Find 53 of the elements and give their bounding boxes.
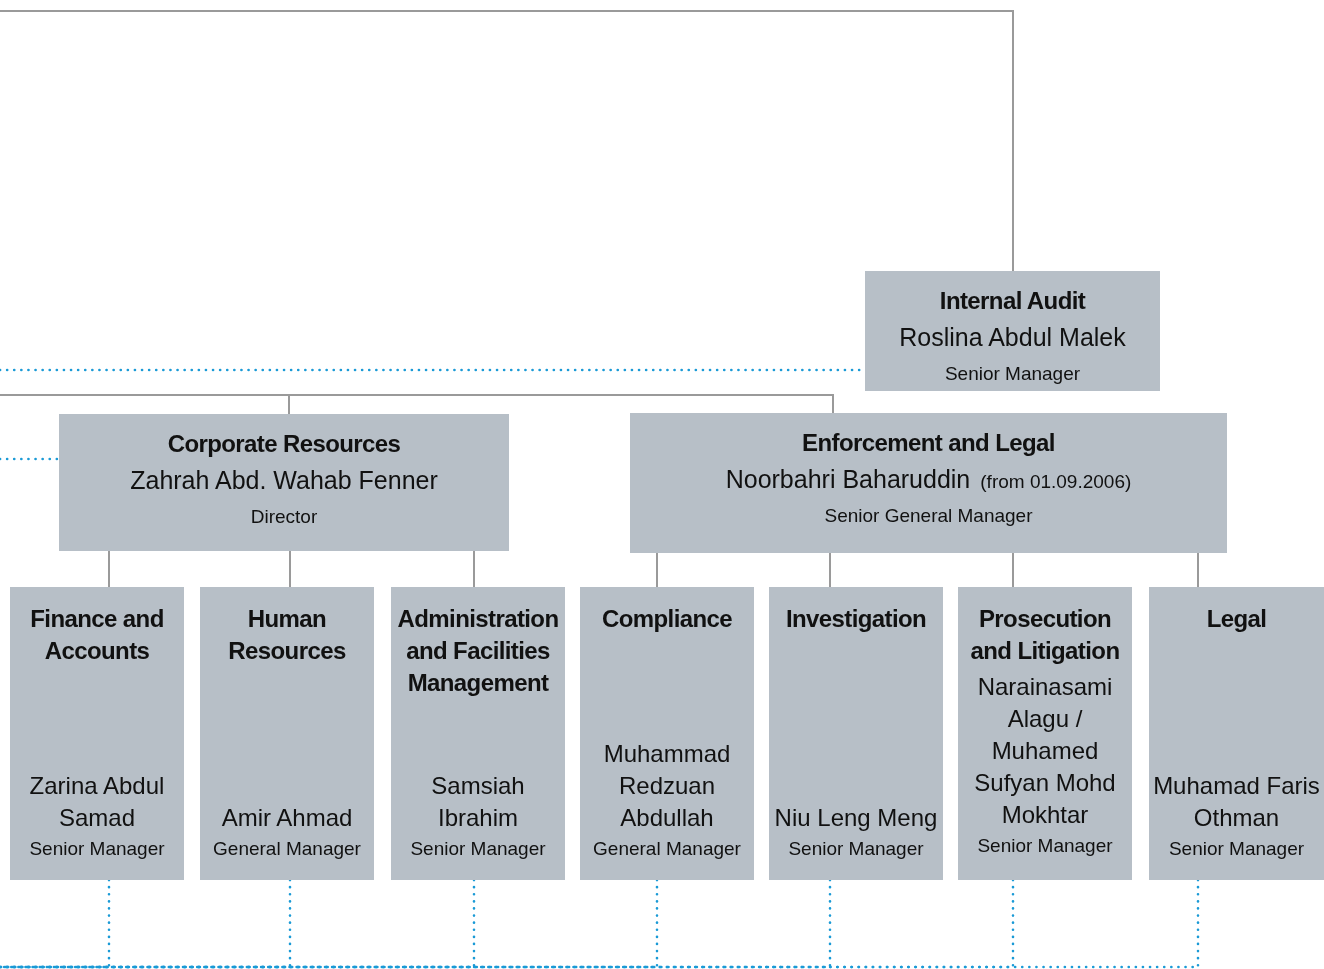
org-unit-box — [769, 587, 943, 880]
connector-line — [656, 552, 658, 588]
person-name: Narainasami Alagu / Muhamed Sufyan Mohd Mokhtar — [973, 672, 1117, 830]
job-title: Senior Manager — [1168, 837, 1305, 861]
dotted-connector — [0, 878, 111, 969]
job-title: General Manager — [593, 837, 741, 861]
connector-line — [829, 552, 831, 588]
org-unit-box — [200, 587, 374, 880]
connector-line — [0, 10, 1014, 272]
org-unit-box — [59, 414, 509, 551]
date-note: (from 01.09.2006) — [980, 471, 1132, 493]
person-name: Roslina Abdul Malek — [899, 322, 1126, 353]
person-name: Zahrah Abd. Wahab Fenner — [130, 465, 438, 496]
person-name: Samsiah Ibrahim — [430, 771, 526, 833]
unit-title: Compliance — [601, 604, 732, 634]
unit-title: Legal — [1206, 604, 1267, 634]
job-title: Senior General Manager — [824, 504, 1033, 528]
unit-title: Enforcement and Legal — [802, 428, 1055, 458]
connector-line — [1012, 552, 1014, 588]
org-unit-box — [958, 587, 1132, 880]
connector-line — [108, 550, 110, 588]
unit-title: Internal Audit — [939, 286, 1086, 316]
person-name: Zarina Abdul Samad — [28, 771, 166, 833]
org-unit-box — [391, 587, 565, 880]
org-unit-box — [580, 587, 754, 880]
unit-title: Finance and Accounts — [29, 604, 165, 666]
org-unit-box — [10, 587, 184, 880]
org-unit-box — [865, 271, 1160, 391]
org-unit-box — [1149, 587, 1324, 880]
job-title: Senior Manager — [29, 837, 165, 861]
unit-title: Human Resources — [227, 604, 347, 666]
person-name: Muhammad Redzuan Abdullah — [602, 739, 732, 833]
unit-title: Investigation — [785, 604, 927, 634]
job-title: General Manager — [213, 837, 361, 861]
job-title: Senior Manager — [977, 834, 1113, 858]
person-name: Muhamad Faris Othman — [1153, 771, 1320, 833]
connector-line — [473, 550, 475, 588]
unit-title: Administration and Facilities Management — [396, 604, 560, 698]
person-name: Amir Ahmad — [221, 803, 353, 833]
dotted-connector — [0, 878, 832, 969]
connector-line — [1197, 552, 1199, 588]
job-title: Director — [250, 505, 318, 529]
person-name: Niu Leng Meng — [774, 803, 938, 833]
job-title: Senior Manager — [944, 362, 1081, 386]
connector-line — [289, 550, 291, 588]
org-unit-box — [630, 413, 1227, 553]
job-title: Senior Manager — [788, 837, 924, 861]
dotted-connector — [0, 457, 61, 461]
connector-line — [0, 394, 834, 414]
job-title: Senior Manager — [410, 837, 546, 861]
unit-title: Corporate Resources — [167, 429, 401, 459]
unit-title: Prosecution and Litigation — [969, 604, 1121, 666]
person-name: Noorbahri Baharuddin — [725, 464, 971, 495]
